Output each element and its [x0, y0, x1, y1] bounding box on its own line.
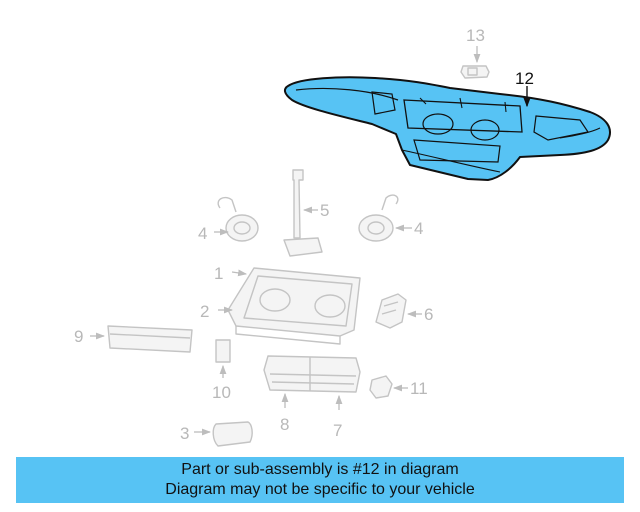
- part-12-console-assembly[interactable]: [283, 76, 611, 181]
- part-8-7-switch-bank[interactable]: [263, 355, 361, 410]
- callout-5: 5: [320, 201, 329, 220]
- callout-11: 11: [410, 379, 428, 398]
- banner-line-1: Part or sub-assembly is #12 in diagram: [181, 461, 459, 478]
- part-4-lamp-right[interactable]: [358, 194, 412, 242]
- callout-9: 9: [74, 327, 83, 346]
- callout-8: 8: [280, 415, 289, 434]
- callout-6: 6: [424, 305, 433, 324]
- callout-1: 1: [214, 264, 223, 283]
- part-11-clip[interactable]: [369, 375, 408, 399]
- callout-13: 13: [466, 26, 485, 45]
- callout-12: 12: [515, 69, 534, 88]
- part-10-block[interactable]: [215, 339, 231, 378]
- part-1-2-housing[interactable]: [218, 267, 361, 345]
- part-4-lamp-left[interactable]: [214, 196, 259, 242]
- part-9-bar[interactable]: [90, 325, 193, 353]
- callout-4-left: 4: [198, 224, 207, 243]
- part-5-stem[interactable]: [283, 169, 323, 257]
- callout-7: 7: [333, 421, 342, 440]
- callout-2: 2: [200, 302, 209, 321]
- callout-3: 3: [180, 424, 189, 443]
- part-6-switch[interactable]: [375, 293, 422, 329]
- part-3-lens[interactable]: [194, 421, 253, 447]
- part-13-clip[interactable]: [460, 46, 490, 79]
- info-banner: Part or sub-assembly is #12 in diagram D…: [16, 457, 624, 503]
- callout-4-right: 4: [414, 219, 423, 238]
- banner-line-2: Diagram may not be specific to your vehi…: [165, 481, 475, 498]
- callout-10: 10: [212, 383, 231, 402]
